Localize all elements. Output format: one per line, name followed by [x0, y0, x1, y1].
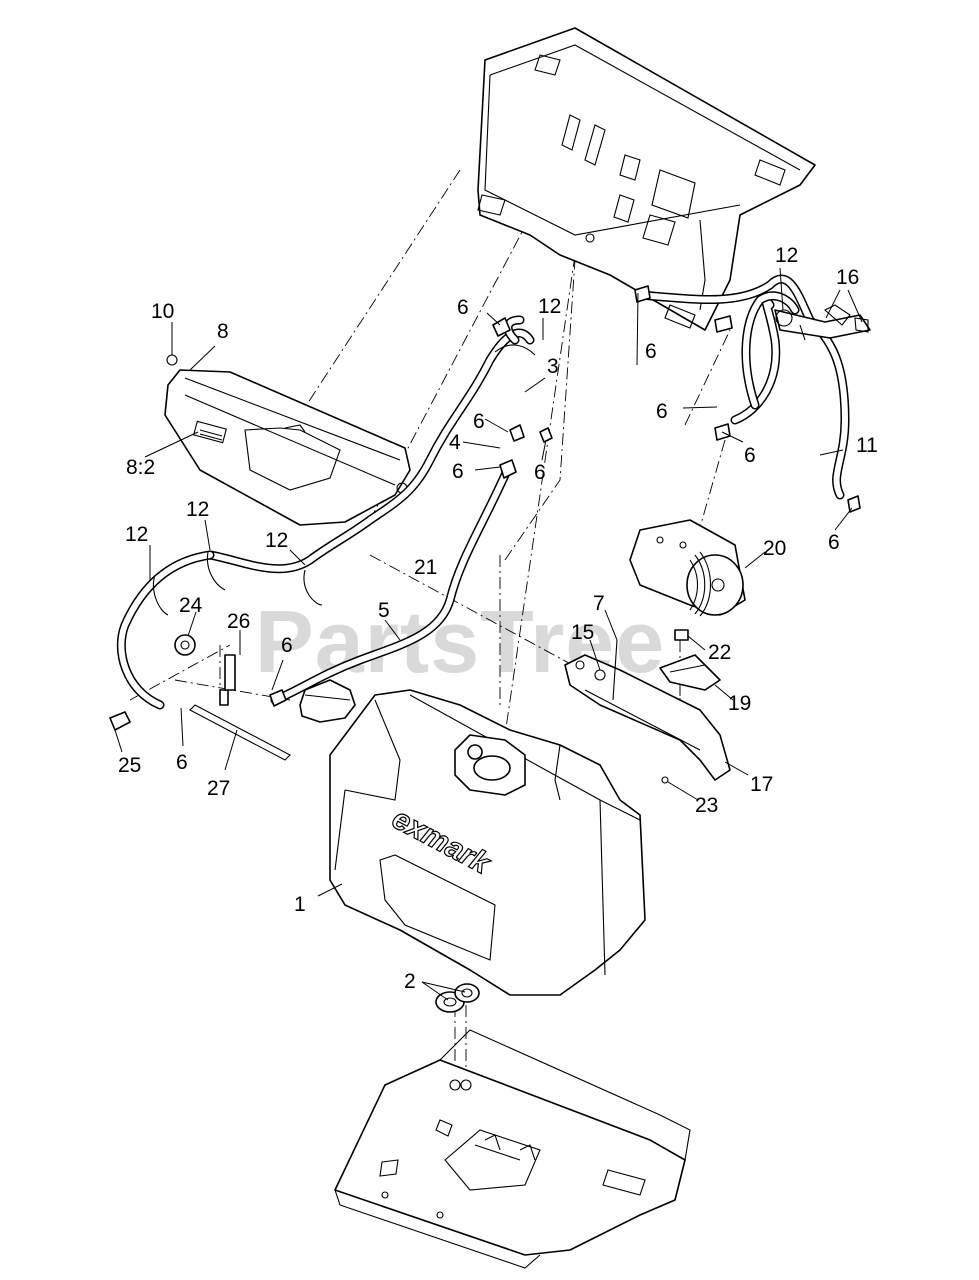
callout-12: 12 — [186, 498, 209, 521]
callout-2: 2 — [404, 970, 416, 993]
callout-3: 3 — [547, 355, 559, 378]
callout-6: 6 — [457, 296, 469, 319]
leader-lines — [114, 267, 863, 1001]
callout-27: 27 — [207, 777, 230, 800]
callout-8: 8 — [217, 320, 229, 343]
callout-6: 6 — [281, 634, 293, 657]
callout-6: 6 — [534, 461, 546, 484]
callout-6: 6 — [645, 340, 657, 363]
callout-21: 21 — [414, 556, 437, 579]
callout-8-2: 8:2 — [126, 456, 155, 479]
callout-12: 12 — [775, 244, 798, 267]
callout-26: 26 — [227, 610, 250, 633]
callout-10: 10 — [151, 300, 174, 323]
callout-11: 11 — [856, 434, 878, 457]
callout-23: 23 — [695, 794, 718, 817]
fittings — [109, 285, 869, 784]
lower-frame-plate — [334, 1029, 691, 1269]
callout-6: 6 — [656, 400, 668, 423]
mount-plate — [659, 654, 721, 691]
callout-7: 7 — [593, 592, 605, 615]
callout-12: 12 — [125, 523, 148, 546]
callout-19: 19 — [728, 692, 751, 715]
grommets — [435, 983, 480, 1013]
callout-17: 17 — [750, 773, 773, 796]
heat-shield-cover — [164, 354, 411, 526]
callout-5: 5 — [378, 599, 390, 622]
callout-6: 6 — [452, 460, 464, 483]
callout-6: 6 — [744, 444, 756, 467]
callout-6: 6 — [176, 751, 188, 774]
callout-1: 1 — [294, 893, 306, 916]
charcoal-canister — [629, 519, 746, 617]
callout-15: 15 — [571, 621, 594, 644]
fuel-tank: exmark — [299, 679, 646, 996]
upper-frame-panel — [477, 27, 816, 331]
callout-25: 25 — [118, 754, 141, 777]
callout-4: 4 — [449, 431, 461, 454]
callout-20: 20 — [763, 537, 786, 560]
callout-12: 12 — [538, 295, 561, 318]
callout-24: 24 — [179, 594, 203, 617]
callout-labels: 1 2 3 4 5 6 6 6 6 6 6 6 6 6 6 7 8 8:2 10… — [118, 244, 878, 993]
callout-6: 6 — [828, 531, 840, 554]
vent-hose-main — [116, 315, 535, 710]
callout-22: 22 — [708, 641, 731, 664]
callout-6: 6 — [473, 410, 485, 433]
callout-12: 12 — [265, 529, 288, 552]
right-hose-assembly — [635, 274, 871, 500]
callout-16: 16 — [836, 266, 859, 289]
